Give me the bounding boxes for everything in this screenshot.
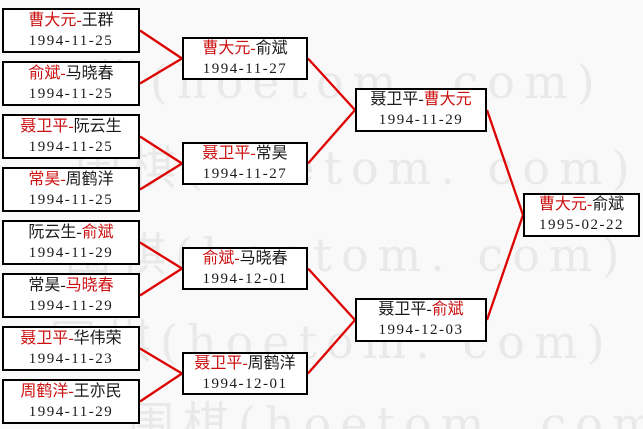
match-date: 1994-11-27	[202, 165, 288, 182]
player-name-right: 王亦民	[73, 382, 122, 400]
player-name-left: 曹大元-	[538, 196, 593, 213]
match-date: 1994-11-29	[378, 112, 464, 128]
player-name-right: 俞斌	[592, 196, 625, 213]
player-name-right: 马晓春	[65, 276, 114, 294]
match-date: 1995-02-22	[539, 217, 624, 233]
match-date: 1994-11-25	[28, 32, 114, 49]
connector-line	[139, 372, 183, 403]
player-name-right: 阮云生	[73, 117, 122, 135]
match-date: 1994-11-25	[28, 85, 114, 102]
connector-line	[139, 347, 183, 375]
connector-line	[485, 109, 525, 216]
player-name-right: 俞斌	[255, 39, 288, 57]
connector-line	[307, 319, 356, 375]
match-date: 1994-11-29	[28, 297, 114, 314]
match-players: 聂卫平-俞斌	[378, 300, 463, 320]
connector-line	[139, 162, 183, 191]
player-name-right: 马晓春	[65, 64, 114, 82]
player-name-right: 常昊	[255, 144, 288, 162]
match-box-semifinal-1: 聂卫平-曹大元 1994-11-29	[355, 88, 487, 132]
player-name-left: 聂卫平-	[20, 117, 74, 135]
match-players: 常昊-周鹤洋	[28, 170, 113, 190]
connector-line	[307, 109, 356, 165]
player-name-right: 俞斌	[431, 301, 464, 318]
connector-line	[139, 135, 183, 165]
connector-line	[139, 29, 183, 60]
player-name-left: 聂卫平-	[194, 354, 248, 372]
player-name-right: 周鹤洋	[65, 170, 114, 188]
player-name-left: 聂卫平-	[20, 329, 74, 347]
match-box-final-1: 曹大元-俞斌 1995-02-22	[523, 193, 640, 237]
player-name-left: 俞斌-	[202, 249, 240, 267]
player-name-left: 聂卫平-	[202, 144, 256, 162]
player-name-left: 曹大元-	[28, 11, 82, 29]
match-date: 1994-12-01	[202, 375, 288, 392]
match-players: 周鹤洋-王亦民	[20, 382, 121, 402]
player-name-right: 王群	[81, 11, 114, 29]
match-players: 聂卫平-阮云生	[20, 117, 121, 137]
connector-line	[139, 241, 183, 270]
player-name-left: 俞斌-	[28, 64, 66, 82]
player-name-left: 聂卫平-	[378, 301, 432, 318]
match-date: 1994-11-29	[28, 244, 114, 261]
connector-line	[139, 57, 183, 85]
player-name-left: 聂卫平-	[370, 91, 424, 108]
match-date: 1994-11-27	[202, 60, 288, 77]
connector-line	[139, 267, 183, 297]
match-players: 聂卫平-周鹤洋	[194, 354, 295, 374]
player-name-left: 阮云生-	[28, 223, 82, 241]
player-name-right: 周鹤洋	[247, 354, 296, 372]
match-date: 1994-12-03	[378, 322, 464, 338]
match-date: 1994-11-23	[28, 350, 114, 367]
match-players: 俞斌-马晓春	[28, 64, 113, 84]
connector-line	[485, 214, 525, 321]
match-box-semifinal-2: 聂卫平-俞斌 1994-12-03	[355, 298, 487, 342]
connector-line	[307, 57, 356, 111]
player-name-right: 曹大元	[423, 91, 472, 108]
match-players: 俞斌-马晓春	[202, 249, 287, 269]
match-players: 曹大元-俞斌	[202, 39, 287, 59]
player-name-left: 常昊-	[28, 276, 66, 294]
match-players: 曹大元-俞斌	[539, 195, 624, 215]
player-name-left: 周鹤洋-	[20, 382, 74, 400]
player-name-right: 马晓春	[239, 249, 288, 267]
match-date: 1994-12-01	[202, 270, 288, 287]
match-players: 曹大元-王群	[28, 11, 113, 31]
connector-line	[307, 267, 356, 321]
player-name-right: 华伟荣	[73, 329, 122, 347]
match-date: 1994-11-25	[28, 138, 114, 155]
match-players: 阮云生-俞斌	[28, 223, 113, 243]
player-name-right: 俞斌	[81, 223, 114, 241]
match-date: 1994-11-29	[28, 403, 114, 420]
match-players: 聂卫平-常昊	[202, 144, 287, 164]
match-players: 聂卫平-华伟荣	[20, 329, 121, 349]
player-name-left: 常昊-	[28, 170, 66, 188]
match-players: 常昊-马晓春	[28, 276, 113, 296]
match-date: 1994-11-25	[28, 191, 114, 208]
player-name-left: 曹大元-	[202, 39, 256, 57]
match-players: 聂卫平-曹大元	[370, 90, 471, 110]
